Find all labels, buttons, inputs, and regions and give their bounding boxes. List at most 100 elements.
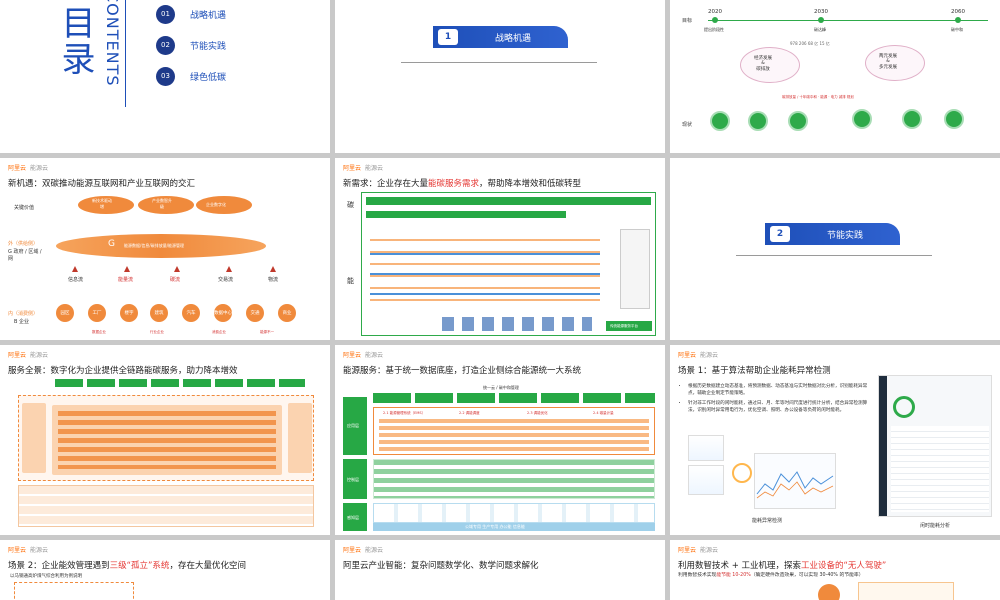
g-text: 能源数据/信息/碳排放量/能源管理 bbox=[124, 243, 185, 248]
brand-logo: 阿里云能源云 bbox=[678, 545, 718, 554]
flow-label: 信息流 bbox=[68, 277, 84, 283]
dashboard bbox=[878, 375, 992, 517]
line-chart-svg bbox=[756, 471, 834, 499]
slide-new-demand[interactable]: 阿里云能源云 新需求：企业存在大量能碳服务需求，帮助降本增效和低碳转型 碳 能 … bbox=[335, 158, 665, 340]
consumer-circle: 交通 bbox=[246, 304, 264, 322]
sub-suffix: （确定硬件改造效果，可以实现 30-40% 的节能率） bbox=[750, 573, 864, 578]
section-divider bbox=[736, 255, 932, 256]
side-label-energy: 能 bbox=[347, 277, 354, 285]
left-column bbox=[22, 403, 46, 473]
flow-lines-blue bbox=[370, 235, 600, 305]
toc-item-label: 战略机遇 bbox=[190, 10, 227, 21]
flow-label: 碳流 bbox=[170, 277, 181, 283]
app-top-row bbox=[373, 393, 655, 403]
arrow-up bbox=[226, 266, 232, 272]
slide-timeline[interactable]: 目标 2020 2030 2060 提出阶段性 碳达峰 碳中和 978 206 … bbox=[670, 0, 1000, 153]
arrow-up bbox=[270, 266, 276, 272]
status-circle bbox=[710, 111, 730, 131]
slide-section-2[interactable]: 2 节能实践 bbox=[670, 158, 1000, 340]
top-green-band bbox=[366, 197, 651, 205]
slide-title: 场景 2：企业能效管理遇到三级“孤立”系统，存在大量优化空间 bbox=[8, 559, 246, 571]
timeline-note: 碳达峰 bbox=[814, 27, 826, 32]
toc-item-num: 03 bbox=[156, 66, 175, 86]
slide-energy-service[interactable]: 阿里云能源云 能源服务：基于统一数据底座，打造企业侧综合能源统一大系统 统一云 … bbox=[335, 345, 665, 535]
brand-logo: 阿里云能源云 bbox=[8, 350, 48, 359]
status-circle bbox=[748, 111, 768, 131]
slide-tech[interactable]: 阿里云能源云 利用数智技术 + 工业机理，探索工业设备的“无人驾驶” 利用数智技… bbox=[670, 540, 1000, 600]
consumer-circle: 汽车 bbox=[182, 304, 200, 322]
title-prefix: 场景 2：企业能效管理遇到 bbox=[8, 561, 110, 571]
toc-item-1[interactable]: 01 战略机遇 bbox=[156, 4, 227, 24]
brand-sub: 能源云 bbox=[700, 352, 719, 359]
slide-section-1[interactable]: 1 战略机遇 bbox=[335, 0, 665, 153]
sub-highlight: 能节能 10-20% bbox=[716, 573, 751, 578]
sub-prefix: 利用数智技术实现 bbox=[678, 573, 717, 578]
layer-tag-control bbox=[343, 459, 367, 499]
consumer-circle: 园区 bbox=[56, 304, 74, 322]
toc-list: 01 战略机遇 02 节能实践 03 绿色低碳 bbox=[156, 4, 227, 86]
timeline-line bbox=[708, 20, 988, 21]
title-suffix: ，帮助降本增效和低碳转型 bbox=[479, 179, 582, 189]
device-row bbox=[442, 317, 592, 331]
numbered-item: 2.4 碳量计量 bbox=[593, 411, 614, 415]
building-column bbox=[620, 229, 650, 309]
inner-label: 内（消费侧） bbox=[8, 311, 39, 317]
brand-sub: 能源云 bbox=[700, 547, 719, 554]
slide-scene-2[interactable]: 阿里云能源云 场景 2：企业能效管理遇到三级“孤立”系统，存在大量优化空间 以马… bbox=[0, 540, 330, 600]
arrow-up bbox=[174, 266, 180, 272]
app-frame bbox=[373, 407, 655, 455]
demand-diagram: 传统能源服务平台 bbox=[361, 192, 656, 336]
slide-title: 服务全景：数字化为企业提供全链路能碳服务，助力降本增效 bbox=[8, 366, 238, 376]
bullet-list: 根据历史数据建立动态基准，将预测数据、动态基准与实时数据对比分析，识别能耗异常点… bbox=[682, 383, 874, 414]
bullet-item: 针对非工作时段的闲时能耗，通过日、月、年等时间尺度进行统计分析，结合异常检测算法… bbox=[688, 400, 874, 414]
section-divider bbox=[401, 62, 597, 63]
timeline-note: 提出阶段性 bbox=[704, 27, 724, 32]
outer-sub: G 政府 / 区域 / 网 bbox=[8, 249, 42, 262]
brand-sub: 能源云 bbox=[365, 165, 384, 172]
brand-name: 阿里云 bbox=[8, 352, 27, 359]
diagram-box bbox=[858, 582, 954, 600]
brand-sub: 能源云 bbox=[30, 547, 49, 554]
top-box-1 bbox=[78, 196, 134, 214]
chart-thumb-2 bbox=[688, 465, 724, 495]
toc-contents-word: CONTENTS bbox=[103, 0, 122, 87]
arrow-up bbox=[124, 266, 130, 272]
brand-logo: 阿里云能源云 bbox=[343, 163, 383, 172]
slide-service-panorama[interactable]: 阿里云能源云 服务全景：数字化为企业提供全链路能碳服务，助力降本增效 bbox=[0, 345, 330, 535]
timeline-note: 碳中和 bbox=[951, 27, 963, 32]
brand-logo: 阿里云能源云 bbox=[678, 350, 718, 359]
top-box-text: 新技术驱动 增 bbox=[92, 198, 112, 209]
layer-tag-sense bbox=[343, 503, 367, 531]
flow-label: 交易流 bbox=[218, 277, 234, 283]
title-prefix: 新需求：企业存在大量 bbox=[343, 179, 429, 189]
brand-sub: 能源云 bbox=[30, 165, 49, 172]
timeline-dot bbox=[818, 17, 824, 23]
section-banner: 2 节能实践 bbox=[765, 223, 900, 245]
toc-item-label: 绿色低碳 bbox=[190, 72, 227, 83]
brand-name: 阿里云 bbox=[8, 547, 27, 554]
slide-title: 新机遇：双碳推动能源互联网和产业互联网的交汇 bbox=[8, 179, 196, 189]
layer-tag-app bbox=[343, 397, 367, 455]
slide-industry[interactable]: 阿里云能源云 阿里云产业智能：复杂问题数学化、数学问题求解化 bbox=[335, 540, 665, 600]
toc-item-2[interactable]: 02 节能实践 bbox=[156, 35, 226, 55]
brand-name: 阿里云 bbox=[678, 352, 697, 359]
consumer-circle: 商业 bbox=[278, 304, 296, 322]
slide-new-opportunity[interactable]: 阿里云能源云 新机遇：双碳推动能源互联网和产业互联网的交汇 关键价值 新技术驱动… bbox=[0, 158, 330, 340]
title-highlight: 三级“孤立”系统 bbox=[109, 561, 170, 571]
slide-title: 能源服务：基于统一数据底座，打造企业侧综合能源统一大系统 bbox=[343, 366, 582, 376]
brand-sub: 能源云 bbox=[365, 547, 384, 554]
g-ellipse bbox=[56, 234, 266, 258]
outer-label: 外（供给侧） bbox=[8, 241, 39, 247]
inner-sub: B 企业 bbox=[14, 319, 30, 325]
status-circle bbox=[944, 109, 964, 129]
toc-item-3[interactable]: 03 绿色低碳 bbox=[156, 66, 227, 86]
slide-toc[interactable]: 目录 CONTENTS 01 战略机遇 02 节能实践 03 绿色低碳 bbox=[0, 0, 330, 153]
flow-label: 能量流 bbox=[118, 277, 134, 283]
numbered-item: 2.1 能源管理系统（EMS） bbox=[383, 411, 426, 415]
title-highlight: 能碳服务需求 bbox=[428, 179, 480, 189]
ellipse-right-text: 两元发展 & 多元发展 bbox=[879, 54, 897, 70]
title-prefix: 利用数智技术 + 工业机理，探索 bbox=[678, 561, 802, 571]
toc-vertical-title: 目录 bbox=[55, 5, 95, 77]
timeline-year: 2020 bbox=[708, 9, 722, 15]
